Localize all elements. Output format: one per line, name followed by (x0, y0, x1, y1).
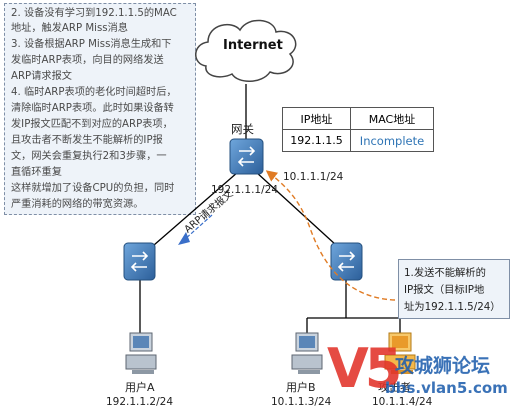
link-gateway-switch-right (255, 171, 337, 246)
arp-request-arrow (178, 214, 213, 245)
note-line: 直循环重复 (11, 167, 62, 178)
note-box: 2. 设备没有学习到192.1.1.5的MAC 地址，触发ARP Miss消息 … (4, 3, 196, 215)
internet-cloud-icon (195, 19, 297, 82)
pc-icon-user-b (291, 332, 323, 374)
link-gateway-switch-left (153, 171, 239, 246)
note-line: 地址，触发ARP Miss消息 (11, 23, 128, 34)
note-line: 2. 设备没有学习到192.1.1.5的MAC (11, 8, 177, 19)
gateway-ip-right: 10.1.1.1/24 (283, 171, 344, 183)
table-header-mac: MAC地址 (350, 107, 434, 130)
table-cell-ip: 192.1.1.5 (282, 129, 351, 152)
callout-line: 1.发送不能解析的 (404, 267, 486, 279)
internet-label: Internet (223, 38, 283, 53)
note-line: 3. 设备根据ARP Miss消息生成和下 (11, 39, 172, 50)
switch-right-icon (330, 242, 363, 281)
note-line: 发临时ARP表项，向目的网络发送 (11, 55, 164, 66)
note-line: 这样就增加了设备CPU的负担，同时 (11, 183, 175, 194)
callout-line: 址为192.1.1.5/24） (404, 301, 501, 313)
note-line: 4. 临时ARP表项的老化时间超时后， (11, 87, 177, 98)
arp-table: IP地址 MAC地址 192.1.1.5 Incomplete (282, 107, 434, 152)
note-line: 且攻击者不断发生不能解析的IP报 (11, 135, 163, 146)
note-line: 发IP报文匹配不到对应的ARP表项， (11, 119, 173, 130)
user-b-ip: 10.1.1.3/24 (271, 396, 332, 408)
table-header-ip: IP地址 (282, 107, 351, 130)
gateway-ip-left: 192.1.1.1/24 (211, 184, 278, 196)
table-row: IP地址 MAC地址 (282, 107, 434, 130)
note-line: 清除临时ARP表项。此时如果设备转 (11, 103, 174, 114)
note-line: ARP请求报文 (11, 71, 72, 82)
gateway-label: 网关 (231, 122, 254, 136)
watermark-logo: V5 (327, 337, 402, 400)
user-b-label: 用户B (286, 381, 316, 394)
attacker-label: 攻击者 (378, 381, 411, 394)
watermark: V5 攻城狮论坛 bbs.vlan5.com (327, 337, 515, 413)
attack-callout: 1.发送不能解析的 IP报文（目标IP地 址为192.1.1.5/24） (398, 259, 510, 319)
attacker-ip: 10.1.1.4/24 (372, 396, 433, 408)
pc-icon-user-a (125, 332, 157, 374)
callout-line: IP报文（目标IP地 (404, 284, 485, 296)
gateway-switch-icon (229, 138, 264, 175)
table-row: 192.1.1.5 Incomplete (282, 129, 434, 152)
pc-icon-attacker (384, 332, 416, 374)
watermark-url: bbs.vlan5.com (385, 379, 508, 397)
note-line: 严重消耗的网络的带宽资源。 (11, 199, 144, 210)
user-a-label: 用户A (125, 381, 155, 394)
note-line: 文，网关会重复执行2和3步骤，一 (11, 151, 167, 162)
table-cell-mac: Incomplete (350, 129, 434, 152)
watermark-title: 攻城狮论坛 (395, 355, 491, 377)
attack-arrow (265, 170, 396, 301)
switch-left-icon (123, 242, 156, 281)
user-a-ip: 192.1.1.2/24 (106, 396, 173, 408)
